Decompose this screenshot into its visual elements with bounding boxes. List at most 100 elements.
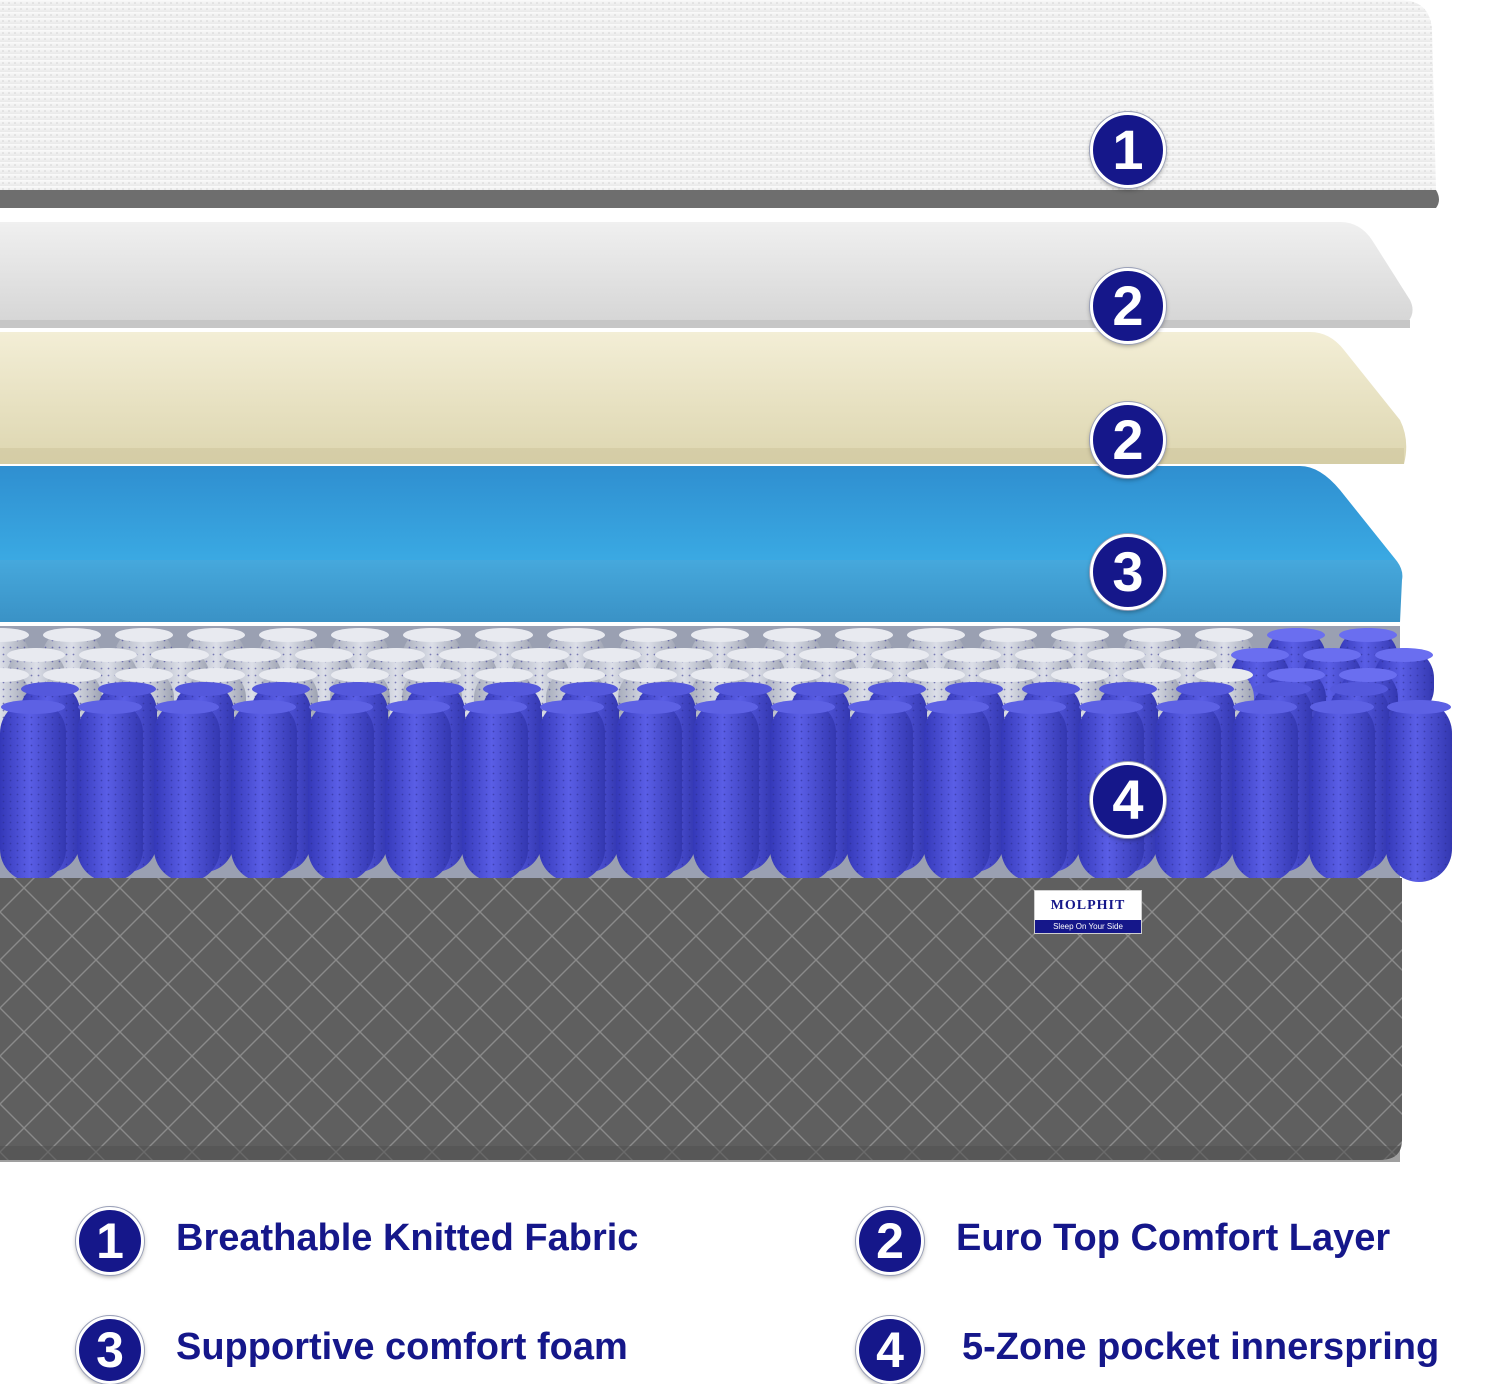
spring-coil-mesh <box>1309 700 1375 882</box>
spring-coil-mesh <box>1386 700 1452 882</box>
spring-coil-cap <box>1123 668 1181 682</box>
spring-coil-cap <box>1176 682 1234 696</box>
legend-label-4: 5-Zone pocket innerspring <box>962 1326 1440 1368</box>
spring-coil-cap <box>1253 682 1311 696</box>
spring-coil-cap <box>1195 628 1253 642</box>
spring-coil-cap <box>799 648 857 662</box>
spring-coil-cap <box>331 668 389 682</box>
spring-coil-cap <box>403 668 461 682</box>
spring-coil-mesh <box>847 700 913 882</box>
spring-coil-cap <box>925 700 989 714</box>
legend-label-1: Breathable Knitted Fabric <box>176 1217 639 1259</box>
spring-coil-cap <box>868 682 926 696</box>
spring-coil-mesh <box>1155 700 1221 882</box>
legend-marker-2: 2 <box>856 1207 924 1275</box>
layer-quilted-cover <box>0 878 1402 1160</box>
pocket-springs <box>0 628 1452 882</box>
spring-coil-cap <box>691 628 749 642</box>
spring-coil-cap <box>1051 668 1109 682</box>
spring-coil-cap <box>1051 628 1109 642</box>
spring-coil-cap <box>791 682 849 696</box>
spring-coil-cap <box>835 628 893 642</box>
layer-support-foam-side <box>0 560 1403 622</box>
layer-comfort <box>0 222 1413 322</box>
spring-coil-cap <box>475 628 533 642</box>
layer-marker-4: 4 <box>1090 762 1166 838</box>
spring-coil-cap <box>151 648 209 662</box>
spring-coil-mesh <box>0 700 66 882</box>
spring-coil-cap <box>295 648 353 662</box>
spring-coil-cap <box>223 648 281 662</box>
spring-coil-cap <box>1233 700 1297 714</box>
layer-marker-1: 1 <box>1090 112 1166 188</box>
spring-coil-cap <box>871 648 929 662</box>
spring-coil-cap <box>979 628 1037 642</box>
spring-coil-cap <box>1123 628 1181 642</box>
legend-label-3: Supportive comfort foam <box>176 1326 628 1368</box>
spring-coil-cap <box>1310 700 1374 714</box>
spring-coil-cap <box>547 668 605 682</box>
spring-coil-cap <box>714 682 772 696</box>
spring-coil-cap <box>1 700 65 714</box>
spring-coil-mesh <box>308 700 374 882</box>
spring-coil-cap <box>259 668 317 682</box>
spring-coil-cap <box>907 668 965 682</box>
spring-coil-cap <box>187 628 245 642</box>
spring-coil-cap <box>7 648 65 662</box>
spring-coil-cap <box>403 628 461 642</box>
spring-coil-cap <box>1195 668 1253 682</box>
brand-name: MOLPHIT <box>1050 898 1126 913</box>
spring-coil-mesh <box>385 700 451 882</box>
spring-coil-mesh <box>693 700 759 882</box>
spring-coil-cap <box>21 682 79 696</box>
spring-coil-cap <box>386 700 450 714</box>
spring-coil-cap <box>1339 628 1397 642</box>
spring-coil-cap <box>1015 648 1073 662</box>
spring-coil-cap <box>115 668 173 682</box>
spring-coil-cap <box>1156 700 1220 714</box>
spring-coil-cap <box>1339 668 1397 682</box>
spring-coil-cap <box>1087 648 1145 662</box>
mattress-illustration <box>0 0 1452 1162</box>
spring-coil-cap <box>547 628 605 642</box>
spring-coil-cap <box>1375 648 1433 662</box>
spring-coil-cap <box>1231 648 1289 662</box>
layer-knitted-fabric-edge <box>0 190 1439 208</box>
spring-coil-cap <box>540 700 604 714</box>
spring-coil-cap <box>367 648 425 662</box>
layer-marker-3: 3 <box>1090 534 1166 610</box>
brand-logo-tag: MOLPHIT Sleep On Your Side <box>1034 890 1142 934</box>
spring-coil-cap <box>1099 682 1157 696</box>
spring-coil-cap <box>1387 700 1451 714</box>
spring-coil-mesh <box>231 700 297 882</box>
spring-coil-mesh <box>1232 700 1298 882</box>
spring-coil-cap <box>43 628 101 642</box>
spring-coil-cap <box>439 648 497 662</box>
spring-coil-cap <box>691 668 749 682</box>
spring-coil-cap <box>835 668 893 682</box>
spring-coil-cap <box>511 648 569 662</box>
spring-coil-mesh <box>1001 700 1067 882</box>
spring-coil-cap <box>1303 648 1361 662</box>
legend-marker-1: 1 <box>76 1207 144 1275</box>
spring-coil-cap <box>79 648 137 662</box>
spring-coil-cap <box>979 668 1037 682</box>
spring-coil-cap <box>1267 628 1325 642</box>
spring-coil-cap <box>43 668 101 682</box>
spring-coil-cap <box>1079 700 1143 714</box>
spring-coil-mesh <box>77 700 143 882</box>
layer-knitted-fabric <box>0 0 1436 190</box>
spring-coil-cap <box>331 628 389 642</box>
spring-coil-cap <box>1159 648 1217 662</box>
legend-label-2: Euro Top Comfort Layer <box>956 1217 1391 1259</box>
spring-coil-cap <box>619 668 677 682</box>
spring-coil-cap <box>175 682 233 696</box>
spring-coil-cap <box>848 700 912 714</box>
spring-coil-cap <box>406 682 464 696</box>
spring-coil-mesh <box>770 700 836 882</box>
spring-coil-cap <box>0 668 29 682</box>
spring-coil-cap <box>187 668 245 682</box>
brand-tagline: Sleep On Your Side <box>1035 920 1141 933</box>
spring-coil-cap <box>617 700 681 714</box>
spring-coil-cap <box>259 628 317 642</box>
